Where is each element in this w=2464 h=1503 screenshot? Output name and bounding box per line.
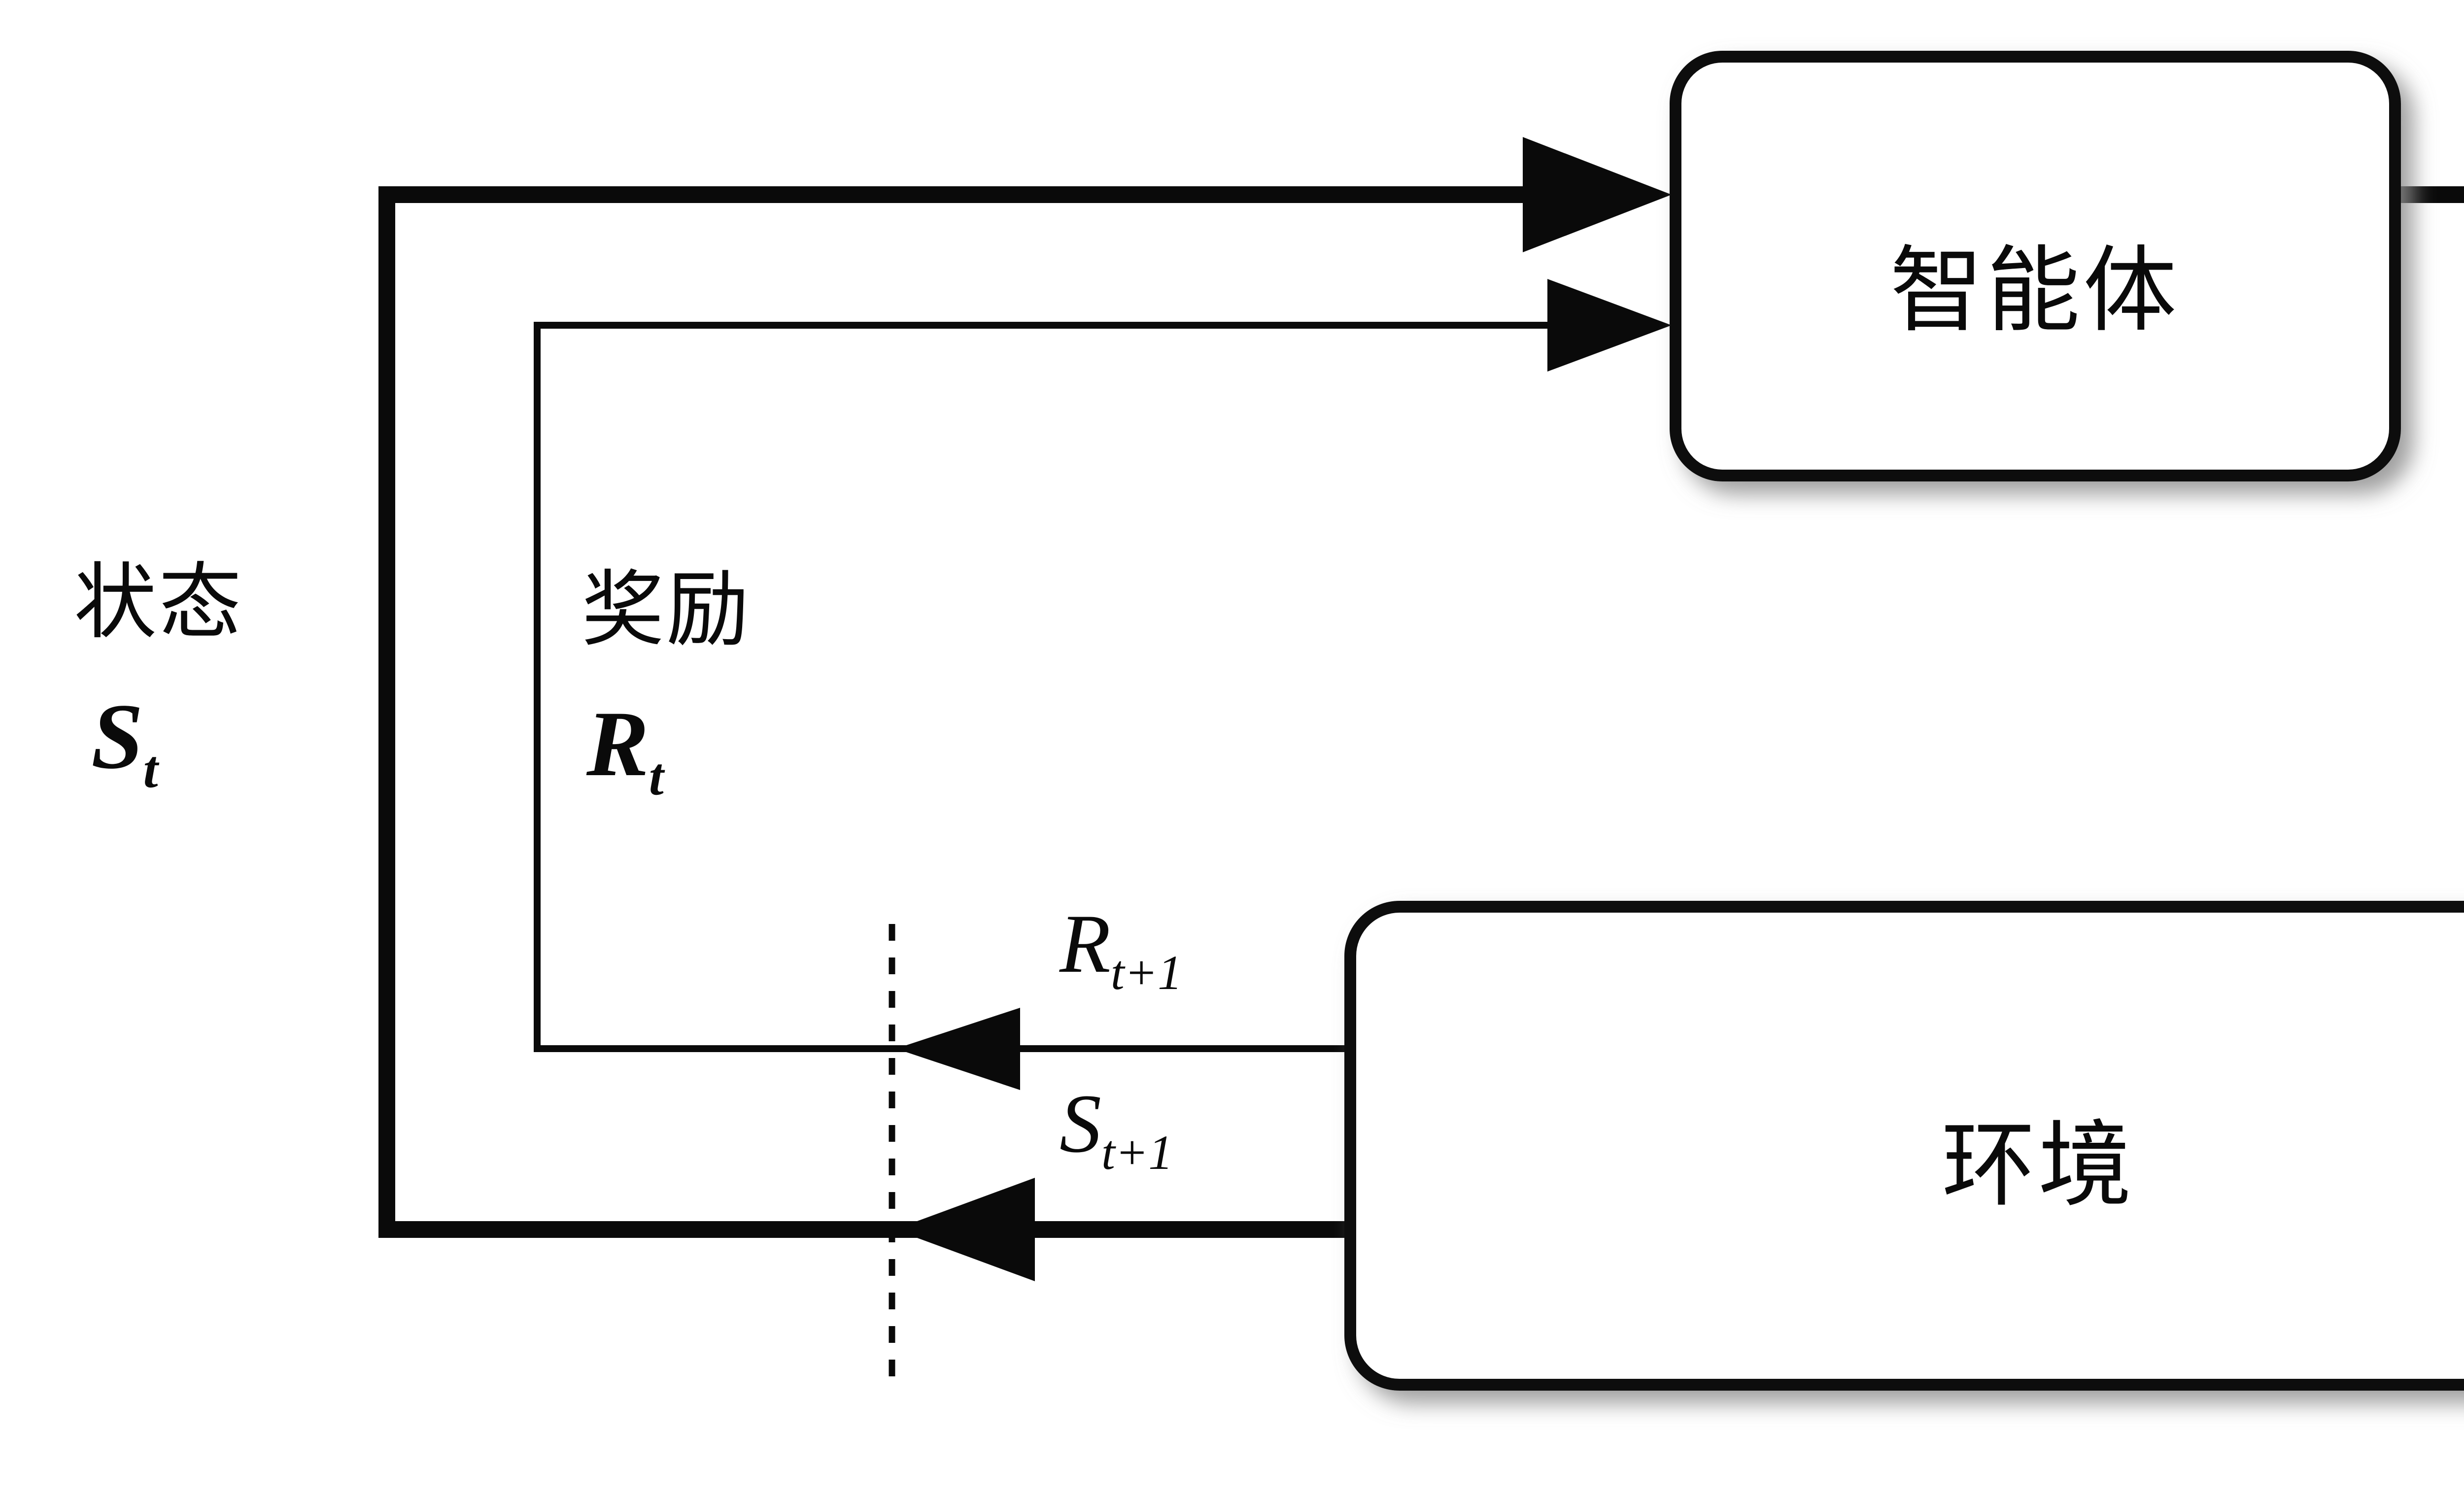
arrowhead-state-into-agent (1523, 137, 1672, 252)
side-label-reward-name: 奖励 (582, 565, 751, 656)
side-label-state-name: 状态 (74, 557, 243, 649)
reward-next-subscript: t+1 (1110, 945, 1183, 1000)
arrowhead-reward-into-agent (1547, 279, 1672, 372)
node-agent-box[interactable] (1670, 51, 2401, 481)
state-symbol-subscript: t (143, 740, 158, 799)
reward-symbol-subscript: t (649, 748, 664, 806)
node-environment-box[interactable] (1344, 901, 2464, 1391)
reward-symbol-base: R (586, 692, 649, 796)
edge-label-reward-next: Rt+1 (1060, 902, 1182, 997)
side-label-reward-symbol: Rt (586, 697, 664, 804)
arrowhead-reward-next (896, 1008, 1020, 1090)
state-symbol-base: S (91, 685, 143, 788)
state-next-base: S (1060, 1077, 1101, 1170)
edge-state-path (378, 137, 1672, 1281)
node-agent-label: 智能体 (1890, 240, 2180, 343)
arrowhead-state-next (894, 1178, 1035, 1281)
state-next-subscript: t+1 (1101, 1125, 1173, 1180)
edge-reward-path (534, 279, 1672, 1090)
reward-next-base: R (1060, 897, 1111, 990)
edge-label-state-next: St+1 (1060, 1082, 1173, 1177)
node-environment-label: 环境 (1942, 1115, 2135, 1218)
side-label-state-symbol: St (91, 690, 158, 796)
